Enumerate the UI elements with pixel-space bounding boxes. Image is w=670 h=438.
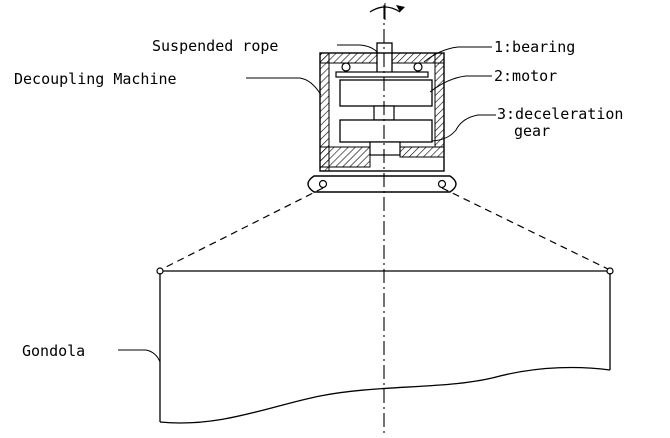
label-bearing: 1:bearing — [494, 38, 576, 56]
bearing-icon — [335, 62, 429, 78]
label-motor: 2:motor — [494, 67, 558, 85]
label-gear: gear — [514, 122, 551, 140]
cable-left — [159, 187, 324, 271]
label-suspended-rope: Suspended rope — [152, 37, 279, 55]
cable-right — [441, 187, 611, 271]
gondola-body — [156, 267, 614, 424]
label-deceleration: 3:deceleration — [497, 105, 624, 123]
label-decoupling-machine: Decoupling Machine — [14, 70, 177, 88]
output-shaft — [369, 141, 401, 156]
label-gondola: Gondola — [22, 342, 86, 360]
leader-lines — [118, 44, 496, 363]
deceleration-gear-block — [339, 119, 433, 143]
rotation-arrow-icon — [369, 3, 405, 20]
mounting-plate — [307, 175, 457, 193]
motor-block — [339, 79, 433, 107]
machine-housing — [319, 52, 445, 172]
